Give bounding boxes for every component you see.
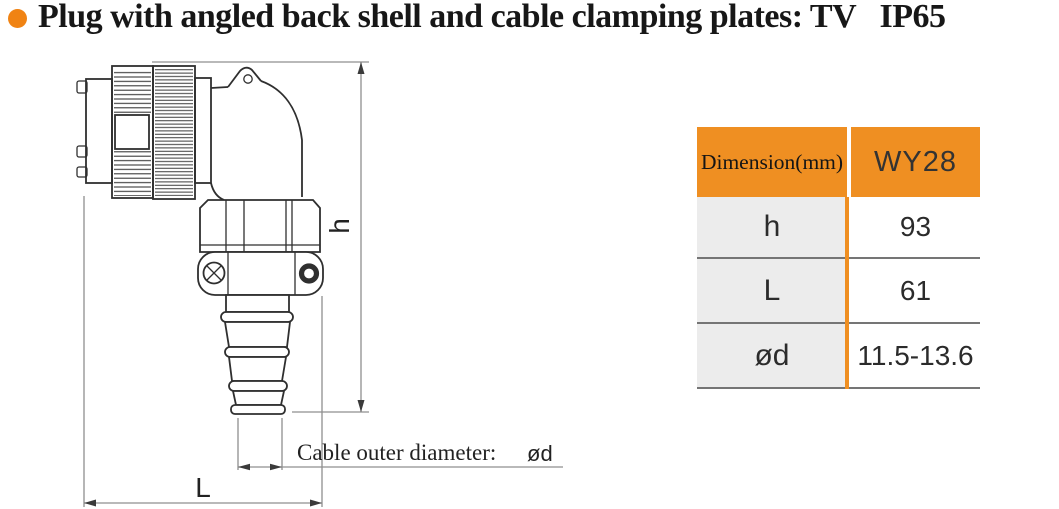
cell-gap — [847, 324, 851, 387]
technical-drawing: h L Cable outer diameter: ød — [76, 61, 563, 507]
page-title: Plug with angled back shell and cable cl… — [38, 0, 946, 35]
row-value-h: 93 — [851, 197, 980, 257]
dim-l-label: L — [195, 472, 211, 503]
header-cell-dimension: Dimension(mm) — [697, 127, 847, 197]
row-value-l: 61 — [851, 259, 980, 322]
header-cell-model: WY28 — [851, 127, 980, 197]
row-label-l: L — [697, 259, 847, 322]
column-divider — [845, 197, 849, 389]
bullet-icon — [8, 9, 27, 28]
table-row: h 93 — [697, 197, 980, 259]
dimension-lines — [83, 61, 563, 507]
row-label-h: h — [697, 197, 847, 257]
dim-h-label: h — [324, 218, 355, 234]
clamp-screw-ring-icon — [298, 263, 320, 284]
row-value-od: 11.5-13.6 — [851, 324, 980, 387]
spec-table-body: h 93 L 61 ød 11.5-13.6 — [697, 197, 980, 389]
table-row: ød 11.5-13.6 — [697, 324, 980, 389]
row-label-od: ød — [697, 324, 847, 387]
cell-gap — [847, 259, 851, 322]
spec-table: Dimension(mm) WY28 h 93 L 61 ød 11.5-13.… — [697, 127, 980, 389]
cable-clamping-plates — [197, 251, 324, 296]
clamp-screw-slotted-icon — [202, 261, 226, 285]
cable-gland — [220, 294, 294, 415]
elbow-backshell — [210, 66, 303, 201]
coupling-nut — [199, 199, 321, 253]
lug-hole-icon — [243, 74, 253, 84]
table-row: L 61 — [697, 259, 980, 324]
title-row: Plug with angled back shell and cable cl… — [0, 0, 1059, 46]
connector-head — [76, 65, 212, 200]
cable-diameter-note: Cable outer diameter: — [297, 440, 496, 465]
spec-table-header: Dimension(mm) WY28 — [697, 127, 980, 197]
cable-diameter-symbol: ød — [527, 441, 553, 466]
cell-gap — [847, 197, 851, 257]
